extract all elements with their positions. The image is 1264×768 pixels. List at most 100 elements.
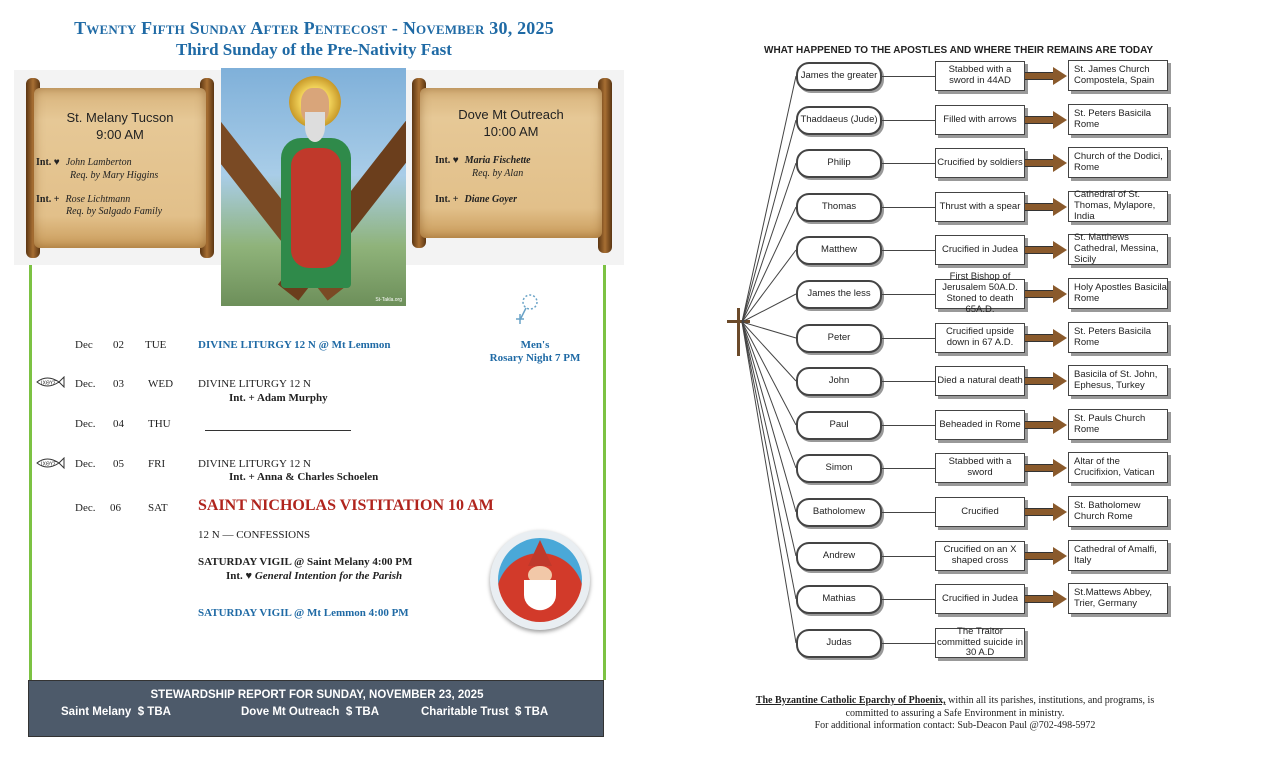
arrow-icon (1025, 334, 1055, 342)
frame-line-left (29, 265, 32, 680)
fan-line (741, 321, 797, 644)
crucifix-icon (737, 308, 740, 356)
arrowhead-icon (1053, 198, 1067, 216)
connector-line (882, 468, 935, 469)
intention-mark: Int. + (435, 194, 459, 205)
arrowhead-icon (1053, 503, 1067, 521)
saint-andrew-icon: St-Takla.org (221, 68, 406, 306)
stewardship-value: $ TBA (514, 706, 549, 718)
stewardship-value: $ TBA (345, 706, 380, 718)
stewardship-item: Dove Mt Outreach $ TBA (241, 706, 379, 718)
arrowhead-icon (1053, 154, 1067, 172)
apostle-fate: The Traitor committed suicide in 30 A.D (935, 625, 1025, 659)
connector-line (882, 338, 935, 339)
apostle-fate: Crucified (935, 497, 1025, 527)
schedule-day: 04 (113, 418, 124, 430)
apostle-name: Batholomew (796, 498, 882, 527)
remains-location: Cathedral of Amalfi, Italy (1068, 540, 1168, 571)
connector-line (882, 76, 935, 77)
scroll-mass-time: 9:00 AM (96, 127, 144, 142)
intention-mark: Int. ♥ (226, 570, 253, 582)
remains-location: Cathedral of St. Thomas, Mylapore, India (1068, 189, 1168, 222)
arrowhead-icon (1053, 372, 1067, 390)
intention-name: General Intention for the Parish (254, 570, 403, 582)
stewardship-label: Saint Melany (61, 706, 132, 718)
connector-line (882, 425, 935, 426)
bulletin-title: Twenty Fifth Sunday After Pentecost - No… (74, 18, 554, 38)
eparchy-link[interactable]: The Byzantine Catholic Eparchy of Phoeni… (755, 695, 946, 706)
mens-rosary-line2: Rosary Night 7 PM (489, 352, 581, 364)
arrowhead-icon (1053, 329, 1067, 347)
schedule-month: Dec. (75, 378, 96, 390)
connector-line (882, 120, 935, 121)
scroll-parish-name: St. Melany Tucson (66, 110, 174, 125)
apostle-name: Simon (796, 454, 882, 483)
arrow-icon (1025, 508, 1055, 516)
fan-line (741, 162, 797, 323)
intention-mark: Int. ♥ (435, 155, 459, 166)
rosary-icon (516, 294, 538, 324)
remains-location: St. Peters Basicila Rome (1068, 322, 1168, 353)
arrowhead-icon (1053, 111, 1067, 129)
stewardship-item: Charitable Trust $ TBA (421, 706, 548, 718)
remains-location: Altar of the Crucifixion, Vatican (1068, 452, 1168, 483)
intention-mark: Int. + (36, 194, 60, 205)
arrow-icon (1025, 203, 1055, 211)
apostle-fate: Crucified in Judea (935, 235, 1025, 265)
schedule-weekday: THU (148, 418, 171, 430)
scroll-mass-time: 10:00 AM (483, 124, 539, 139)
fan-line (741, 293, 797, 323)
intention-line: Int. ♥John Lamberton (36, 157, 206, 168)
apostle-fate: Filled with arrows (935, 105, 1025, 135)
fan-line (741, 321, 797, 469)
contact-text: For additional information contact: Sub-… (814, 720, 1096, 731)
apostle-name: Mathias (796, 585, 882, 614)
remains-location: St. Pauls Church Rome (1068, 409, 1168, 440)
blank-line (205, 430, 351, 431)
saint-nicholas-icon (490, 530, 590, 630)
connector-line (882, 512, 935, 513)
arrow-icon (1025, 377, 1055, 385)
apostles-diagram-title: WHAT HAPPENED TO THE APOSTLES AND WHERE … (764, 45, 1154, 56)
connector-line (882, 207, 935, 208)
remains-location: Church of the Dodici, Rome (1068, 147, 1168, 178)
intention-requester: Req. by Salgado Family (66, 206, 163, 217)
connector-line (882, 381, 935, 382)
svg-text:IXΘYΣ: IXΘYΣ (41, 381, 56, 387)
intention-name: Rose Lichtmann (65, 194, 131, 205)
arrow-icon (1025, 116, 1055, 124)
schedule-month: Dec. (75, 458, 96, 470)
connector-line (882, 250, 935, 251)
schedule-intention: Int. + Anna & Charles Schoelen (229, 471, 379, 483)
apostle-fate: Thrust with a spear (935, 192, 1025, 222)
intention-name: Maria Fischette (464, 155, 531, 166)
vigil-intention: Int. ♥ General Intention for the Parish (226, 570, 402, 582)
saturday-vigil-mt-lemmon: SATURDAY VIGIL @ Mt Lemmon 4:00 PM (198, 607, 409, 619)
apostle-name: James the less (796, 280, 882, 309)
remains-location: St. Peters Basicila Rome (1068, 104, 1168, 135)
schedule-day: 03 (113, 378, 124, 390)
apostle-name: Judas (796, 629, 882, 658)
fan-line (741, 206, 797, 323)
connector-line (882, 556, 935, 557)
stewardship-report: STEWARDSHIP REPORT FOR SUNDAY, NOVEMBER … (28, 680, 604, 737)
schedule-month: Dec. (75, 502, 96, 514)
apostle-fate: Beheaded in Rome (935, 410, 1025, 440)
arrow-icon (1025, 159, 1055, 167)
remains-location: St. James Church Compostela, Spain (1068, 60, 1168, 91)
confessions-line: 12 N — CONFESSIONS (198, 529, 311, 541)
connector-line (882, 294, 935, 295)
schedule-day: 06 (110, 502, 121, 514)
schedule-intention: Int. + Adam Murphy (229, 392, 328, 404)
apostle-fate: Died a natural death (935, 366, 1025, 396)
apostle-fate: Stabbed with a sword (935, 453, 1025, 483)
arrow-icon (1025, 72, 1055, 80)
schedule-event: DIVINE LITURGY 12 N (198, 378, 311, 390)
fan-line (741, 321, 797, 339)
fan-line (741, 119, 797, 323)
intention-name: John Lamberton (65, 157, 132, 168)
crucifix-bar (727, 320, 750, 323)
stewardship-label: Dove Mt Outreach (241, 706, 340, 718)
schedule-month: Dec (75, 339, 93, 351)
scroll-st-melany: St. Melany Tucson 9:00 AM Int. ♥John Lam… (20, 78, 220, 258)
